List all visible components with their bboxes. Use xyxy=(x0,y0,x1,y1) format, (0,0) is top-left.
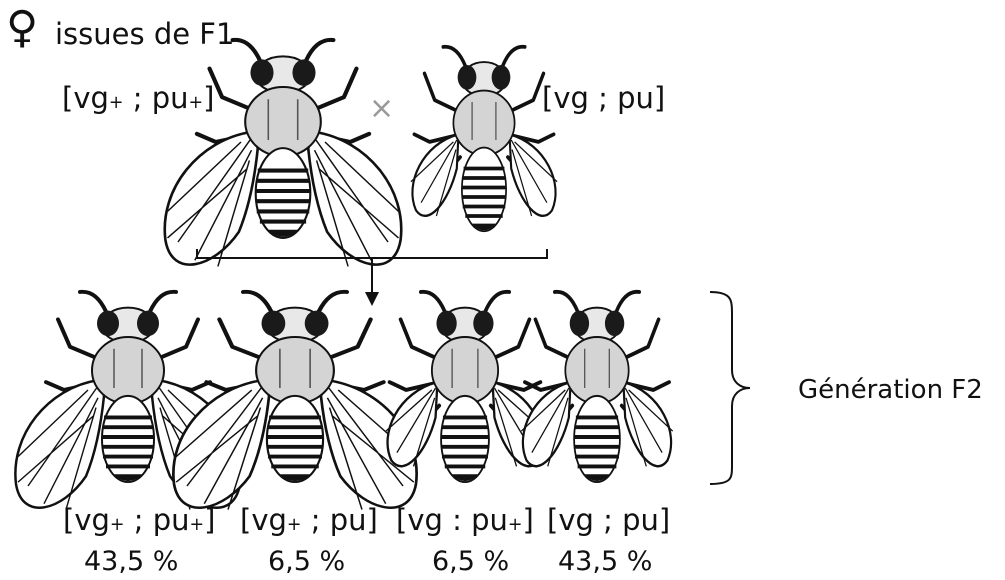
offspring-label: [vg ; pu] xyxy=(547,503,671,537)
sup1: + xyxy=(286,515,302,535)
parent-right-label: [vg ; pu] xyxy=(542,81,666,115)
offspring-percent: 43,5 % xyxy=(84,546,179,577)
offspring-percent: 6,5 % xyxy=(432,546,510,577)
gene1: vg xyxy=(74,503,110,537)
offspring-percent: 6,5 % xyxy=(268,546,346,577)
offspring-percent: 43,5 % xyxy=(558,546,653,577)
sup1: + xyxy=(108,93,124,113)
offspring-label: [vg+ ; pu] xyxy=(240,503,378,537)
gene2: pu xyxy=(329,503,367,537)
gene2: pu xyxy=(471,503,508,537)
offspring-label: [vg : pu+] xyxy=(396,503,534,537)
sup2: + xyxy=(188,93,204,113)
gene2: pu xyxy=(151,81,189,115)
sup2: + xyxy=(189,515,205,535)
separator: ; xyxy=(124,503,153,537)
sup1: + xyxy=(109,515,125,535)
offspring-fly xyxy=(383,289,547,485)
arrow-head xyxy=(365,292,379,306)
offspring-fly xyxy=(519,289,675,485)
gene1: vg xyxy=(558,503,594,537)
gene2: pu xyxy=(152,503,190,537)
generation-label: Génération F2 xyxy=(798,375,983,405)
parent-fly-mutant xyxy=(408,44,559,234)
separator: : xyxy=(442,503,472,537)
offspring-fly xyxy=(173,292,416,510)
parent-fly-wildtype xyxy=(165,40,402,267)
gene2: pu xyxy=(622,503,659,537)
parent-left-label: [vg+ ; pu+] xyxy=(62,81,215,115)
gene1: vg xyxy=(73,81,109,115)
gene1: vg xyxy=(251,503,287,537)
sup2: + xyxy=(507,515,523,535)
gene1: vg xyxy=(407,503,443,537)
cross-connector xyxy=(196,249,548,295)
offspring-label: [vg+ ; pu+] xyxy=(63,503,216,537)
female-symbol: ♀ xyxy=(6,2,39,53)
generation-brace xyxy=(709,291,751,485)
separator: ; xyxy=(593,503,623,537)
separator: ; xyxy=(301,503,330,537)
separator: ; xyxy=(123,81,152,115)
header-title: issues de F1 xyxy=(55,17,235,51)
cross-symbol: × xyxy=(369,91,395,126)
